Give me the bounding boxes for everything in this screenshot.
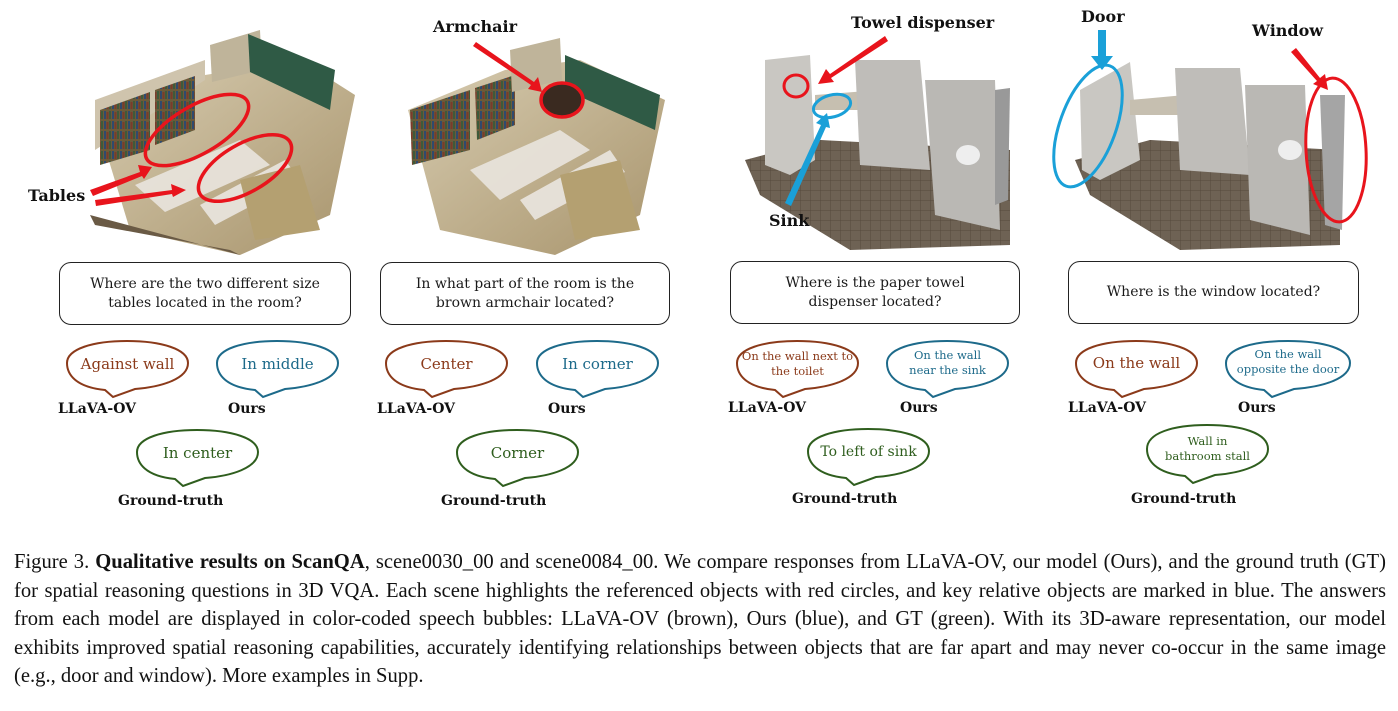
llava-answer-text: On the wall [1092,354,1181,372]
tables-arrows [90,165,186,206]
ours-answer-text: In corner [562,355,633,373]
scene-classroom-2 [408,38,665,255]
annotation-label-window: Window [1252,21,1324,40]
door-highlight-circle [1052,63,1124,189]
gt-answer-bubble-4: Wall in bathroom stall [1145,423,1270,485]
tables-highlight-circles [143,92,294,204]
annotation-label-towel-dispenser: Towel dispenser [851,13,995,32]
sink-arrow [785,113,830,206]
speaker-label-llava: LLaVA-OV [377,401,456,417]
annotation-label-sink: Sink [769,211,810,230]
towel-dispenser-arrow [818,36,888,84]
gt-answer-bubble-1: In center [135,428,260,488]
gt-answer-bubble-3: To left of sink [806,427,931,487]
llava-answer-bubble-3: On the wall next to the toilet [735,339,860,399]
question-text: Where is the window located? [1106,284,1321,300]
gt-answer-text: Wall in bathroom stall [1165,434,1250,463]
gt-answer-bubble-2: Corner [455,428,580,488]
speaker-label-ours: Ours [1238,400,1276,416]
speaker-label-gt: Ground-truth [441,493,547,509]
scene-images [90,30,1368,255]
question-text: Where is the paper towel dispenser locat… [785,274,965,310]
armchair-arrow [473,42,542,92]
speaker-label-llava: LLaVA-OV [58,401,137,417]
speaker-label-ours: Ours [228,401,266,417]
scene-bathroom-1 [745,55,1010,250]
annotation-label-door: Door [1081,7,1125,26]
annotation-label-tables: Tables [28,186,86,205]
question-box-3: Where is the paper towel dispenser locat… [730,261,1020,324]
speaker-label-gt: Ground-truth [792,491,898,507]
caption-body: , scene0030_00 and scene0084_00. We comp… [14,551,1386,687]
figure-caption: Figure 3. Qualitative results on ScanQA,… [14,548,1386,691]
speaker-label-ours: Ours [900,400,938,416]
ours-answer-bubble-3: On the wall near the sink [885,339,1010,399]
caption-title: Qualitative results on ScanQA [95,551,365,573]
ours-answer-bubble-2: In corner [535,339,660,399]
ours-answer-text: On the wall opposite the door [1236,347,1340,376]
towel-dispenser-highlight-circle [782,73,810,99]
door-arrow [1091,30,1113,70]
annotation-label-armchair: Armchair [433,17,518,36]
ours-answer-bubble-1: In middle [215,339,340,399]
question-box-1: Where are the two different size tables … [59,262,351,325]
speaker-label-llava: LLaVA-OV [1068,400,1147,416]
question-text: Where are the two different size tables … [90,275,320,311]
gt-answer-text: Corner [490,444,545,462]
speaker-label-gt: Ground-truth [1131,491,1237,507]
question-box-4: Where is the window located? [1068,261,1359,324]
speaker-label-llava: LLaVA-OV [728,400,807,416]
caption-prefix: Figure 3. [14,551,90,573]
speaker-label-ours: Ours [548,401,586,417]
ours-answer-bubble-4: On the wall opposite the door [1224,339,1352,399]
llava-answer-bubble-4: On the wall [1074,339,1199,399]
armchair-highlight-circle [539,81,585,119]
window-highlight-circle [1304,76,1368,224]
question-box-2: In what part of the room is the brown ar… [380,262,670,325]
gt-answer-text: To left of sink [820,444,917,460]
llava-answer-bubble-1: Against wall [65,339,190,399]
llava-answer-bubble-2: Center [384,339,509,399]
window-arrow [1291,48,1328,90]
ours-answer-text: On the wall near the sink [909,348,986,377]
sink-highlight-circle [811,92,853,120]
question-text: In what part of the room is the brown ar… [415,275,635,311]
llava-answer-text: Center [420,355,473,373]
speaker-label-gt: Ground-truth [118,493,224,509]
scene-bathroom-2 [1075,62,1345,250]
llava-answer-text: Against wall [80,355,175,373]
ours-answer-text: In middle [241,355,314,373]
llava-answer-text: On the wall next to the toilet [741,349,854,378]
gt-answer-text: In center [162,444,233,462]
